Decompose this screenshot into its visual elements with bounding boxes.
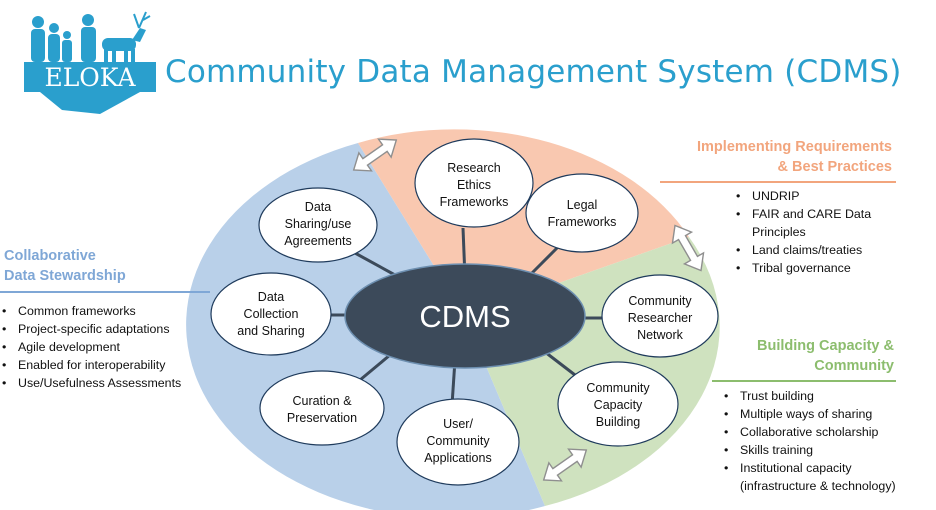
- collaborative-heading: Collaborative Data Stewardship: [4, 246, 126, 286]
- spoke-curation: [359, 353, 391, 382]
- node-data-sharing: [258, 187, 378, 263]
- list-item: Agile development: [0, 338, 181, 356]
- list-item: Tribal governance: [734, 259, 871, 277]
- node-user-apps: [396, 398, 520, 486]
- double-arrow-bottom: [542, 448, 588, 482]
- list-item: Trust building: [722, 387, 896, 405]
- implementing-heading: Implementing Requirements & Best Practic…: [640, 137, 892, 177]
- collaborative-heading-line1: Collaborative: [4, 248, 96, 264]
- collaborative-list: Common frameworks Project-specific adapt…: [0, 302, 181, 392]
- list-item: Collaborative scholarship: [722, 423, 896, 441]
- list-item: Institutional capacity: [722, 459, 896, 477]
- spoke-data-sharing: [354, 251, 396, 277]
- eloka-logo-base: [40, 92, 140, 114]
- node-curation-label: Curation &Preservation: [287, 394, 357, 425]
- list-item-continued: (infrastructure & technology): [740, 479, 896, 493]
- cdms-center: [344, 263, 586, 369]
- list-item: Land claims/treaties: [734, 241, 871, 259]
- list-item: Multiple ways of sharing: [722, 405, 896, 423]
- node-community-capacity: [557, 361, 679, 447]
- node-community-researcher: [601, 274, 719, 358]
- list-item: Use/Usefulness Assessments: [0, 374, 181, 392]
- collaborative-heading-line2: Data Stewardship: [4, 268, 126, 284]
- page-title: Community Data Management System (CDMS): [165, 54, 902, 90]
- node-data-collection: [210, 272, 332, 356]
- building-rule: [712, 380, 896, 382]
- building-heading-line2: Community: [814, 358, 894, 374]
- node-legal: [525, 173, 639, 253]
- collaborative-rule: [0, 291, 210, 293]
- node-research-ethics: [414, 138, 534, 228]
- list-item: Skills training: [722, 441, 896, 459]
- building-heading: Building Capacity & Community: [700, 336, 894, 376]
- implementing-list: UNDRIP FAIR and CARE Data Principles Lan…: [734, 187, 871, 277]
- eloka-logo-text: ELOKA: [44, 63, 136, 92]
- implementing-rule: [660, 181, 896, 183]
- list-item: Project-specific adaptations: [0, 320, 181, 338]
- double-arrow-right: [671, 224, 705, 272]
- building-heading-line1: Building Capacity &: [757, 338, 894, 354]
- list-item: FAIR and CARE Data: [734, 205, 871, 223]
- double-arrow-top: [352, 138, 398, 172]
- list-item: Common frameworks: [0, 302, 181, 320]
- implementing-heading-line1: Implementing Requirements: [697, 139, 892, 155]
- spoke-community-capacity: [544, 350, 576, 377]
- building-list: Trust building Multiple ways of sharing …: [722, 387, 896, 495]
- list-item-continued: Principles: [752, 225, 806, 239]
- node-curation: [259, 370, 385, 446]
- eloka-logo: ELOKA: [24, 11, 156, 114]
- eloka-logo-box: [24, 62, 156, 92]
- implementing-heading-line2: & Best Practices: [777, 159, 892, 175]
- cdms-center-label: CDMS: [419, 299, 510, 334]
- people-and-caribou-silhouette: [31, 11, 151, 62]
- list-item: UNDRIP: [734, 187, 871, 205]
- list-item: Enabled for interoperability: [0, 356, 181, 374]
